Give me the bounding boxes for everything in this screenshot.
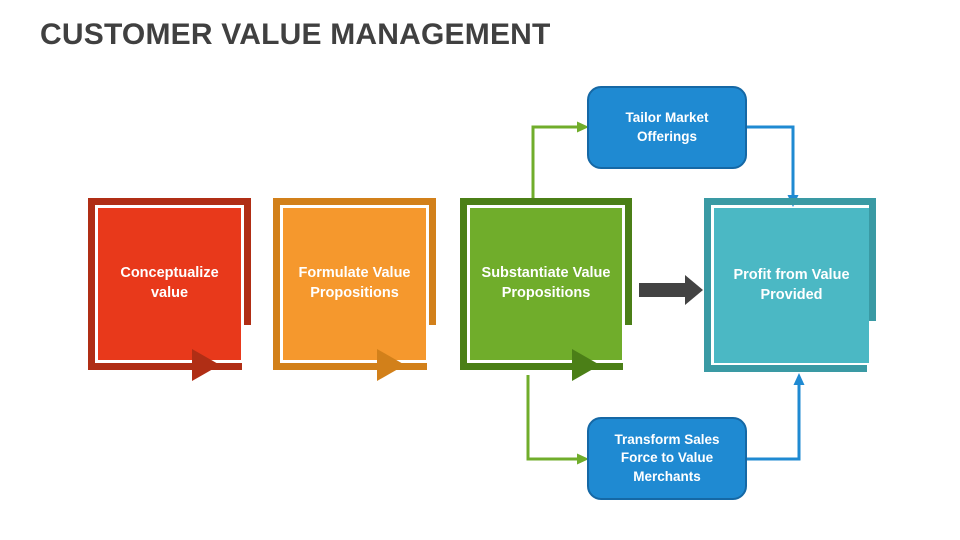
process-box-fill — [283, 208, 426, 360]
page-title: CUSTOMER VALUE MANAGEMENT — [40, 18, 551, 51]
outcome-box-fill — [714, 208, 869, 363]
connector-tailor-market-offerings-to-profit — [747, 125, 799, 207]
outcome-box-notch-mask — [867, 321, 876, 373]
connector-green-to-transform-sales-force — [526, 375, 589, 465]
process-arrow-icon — [192, 349, 220, 381]
process-arrow-icon — [377, 349, 405, 381]
process-box-fill — [98, 208, 241, 360]
connector-green-to-tailor-market-offerings — [531, 121, 589, 200]
outcome-box-label: Profit from Value Provided — [733, 266, 850, 303]
process-arrow-icon — [572, 349, 600, 381]
process-box-conceptualize-value[interactable]: Conceptualize value — [88, 198, 251, 381]
process-box-formulate-value-propositions[interactable]: Formulate Value Propositions — [273, 198, 436, 381]
outcome-box-profit-from-value-provided[interactable]: Profit from Value Provided — [704, 198, 876, 378]
enabler-box-tailor-market-offerings[interactable]: Tailor Market Offerings — [587, 86, 747, 169]
enabler-box-transform-sales-force[interactable]: Transform Sales Force to Value Merchants — [587, 417, 747, 500]
enabler-box-label: Transform Sales Force to Value Merchants — [614, 432, 720, 484]
process-box-fill — [470, 208, 622, 360]
process-box-label: Conceptualize value — [120, 265, 219, 301]
process-box-notch-mask — [242, 325, 251, 370]
process-box-outline — [460, 198, 632, 370]
connector-transform-sales-force-to-profit — [747, 373, 805, 461]
process-box-label: Formulate Value Propositions — [298, 265, 411, 301]
connector-green-to-profit-direct — [639, 275, 703, 305]
outcome-box-outline — [704, 198, 876, 372]
process-box-notch-mask — [623, 325, 632, 370]
process-box-label: Substantiate Value Propositions — [481, 265, 611, 301]
process-box-outline — [273, 198, 436, 370]
process-box-substantiate-value-propositions[interactable]: Substantiate Value Propositions — [460, 198, 632, 381]
process-box-notch-mask — [427, 325, 436, 370]
enabler-box-label: Tailor Market Offerings — [625, 110, 709, 144]
process-box-outline — [88, 198, 251, 370]
